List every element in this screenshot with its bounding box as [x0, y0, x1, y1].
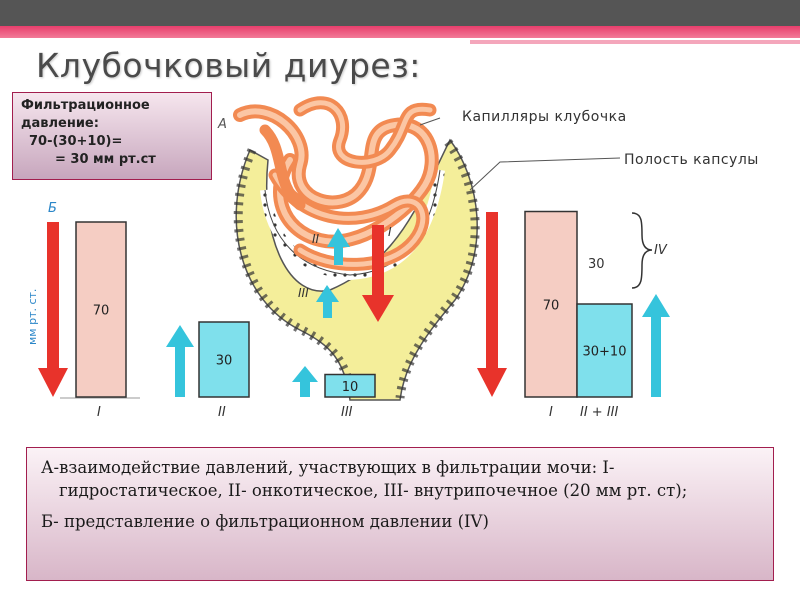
info-line-1: Фильтрационное: [21, 98, 150, 113]
axis-label-right-1: I: [549, 405, 553, 420]
capsule-outer-wall: [233, 148, 357, 399]
right-red-arrow: [477, 212, 507, 397]
leader-capillaries: [419, 117, 441, 126]
left-bars: 70 30 10: [75, 221, 376, 398]
top-bar-thin-line: [470, 40, 800, 44]
left-cyan-arrow-2: [166, 325, 194, 397]
left-red-arrow: [38, 222, 68, 397]
axis-label-right-2-3: II + III: [580, 405, 618, 420]
filtration-pressure-box: Фильтрационное давление: 70-(30+10)= = 3…: [12, 92, 212, 180]
slide-title: Клубочковый диурез:: [36, 46, 421, 85]
caption-box: А-взаимодействие давлений, участвующих в…: [26, 447, 774, 581]
right-bar-1: [524, 210, 578, 398]
top-bar-pink: [0, 26, 800, 38]
inner-label-2: II: [312, 232, 320, 246]
inner-label-3: III: [298, 286, 309, 300]
iv-brace: [631, 212, 653, 289]
axis-unit-label: мм рт. ст.: [26, 289, 39, 345]
label-capsule-cavity: Полость капсулы: [624, 152, 759, 168]
left-bar-2-label: 30: [216, 354, 233, 369]
capillary-loops: [233, 96, 439, 271]
leader-capsule: [469, 157, 621, 191]
info-line-4: = 30 мм рт.ст: [55, 152, 156, 167]
label-b: Б: [48, 201, 57, 216]
info-line-2: давление:: [21, 116, 99, 131]
axis-label-3: III: [341, 405, 353, 420]
axis-label-1: I: [97, 405, 101, 420]
label-a: А: [217, 117, 227, 132]
top-bar-dark: [0, 0, 800, 26]
caption-line-2: Б- представление о фильтрационном давлен…: [41, 512, 489, 531]
left-bar-3: [324, 373, 376, 398]
right-bars: 70 30+10: [524, 210, 633, 398]
right-bar-2-label: 30+10: [583, 345, 627, 360]
right-bar-1-label: 70: [543, 298, 560, 313]
left-bar-3-label: 10: [342, 380, 359, 395]
axis-label-2: II: [218, 405, 226, 420]
label-capillaries: Капилляры клубочка: [462, 109, 627, 125]
right-bar-2: [576, 303, 633, 398]
left-bar-2: [198, 321, 250, 398]
inner-arrow-cyan-2: [327, 228, 350, 265]
inner-arrow-cyan-3: [316, 285, 339, 318]
difference-label: 30: [588, 257, 605, 272]
inner-arrow-red: [362, 225, 394, 322]
left-cyan-arrow-3: [292, 366, 318, 397]
label-iv: IV: [654, 243, 668, 258]
info-line-3: 70-(30+10)=: [29, 134, 123, 149]
left-bar-1-label: 70: [93, 304, 110, 319]
inner-label-1: I: [388, 225, 392, 239]
caption-line-1: А-взаимодействие давлений, участвующих в…: [41, 458, 688, 500]
left-bar-1: [75, 221, 127, 398]
right-cyan-arrow: [642, 294, 670, 397]
